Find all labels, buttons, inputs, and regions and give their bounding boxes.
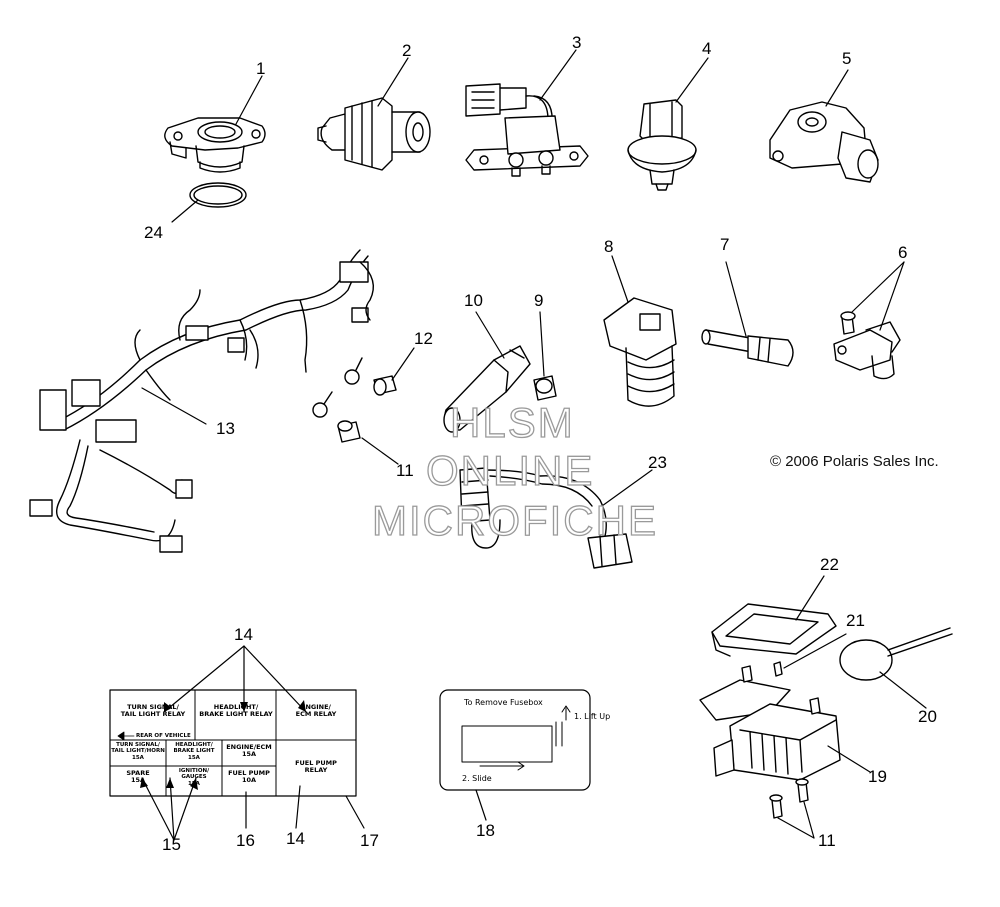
callout-9: 9 xyxy=(534,291,544,310)
fusebox-decal-step1: 1. Lift Up xyxy=(574,712,611,721)
watermark-line-2: ONLINE xyxy=(425,447,595,494)
callout-7: 7 xyxy=(720,235,730,254)
decal-fuel-pump-relay: FUEL PUMP RELAY xyxy=(295,759,337,775)
decal-arrow-label: REAR OF VEHICLE xyxy=(136,733,191,739)
callout-12: 12 xyxy=(414,329,433,348)
callout-24: 24 xyxy=(144,223,163,242)
callout-16: 16 xyxy=(236,831,255,850)
callout-3: 3 xyxy=(572,33,582,52)
callout-18: 18 xyxy=(476,821,495,840)
part-20-cable-tie xyxy=(839,627,953,681)
part-11-ring-terminal-bolt xyxy=(312,391,361,443)
decal-fuse-5: IGNITION/ GAUGES 15A xyxy=(178,768,210,787)
part-8-tmap-sensor xyxy=(603,297,677,407)
watermark-line-3: MICROFICHE xyxy=(371,497,658,544)
part-4-sender xyxy=(627,99,697,191)
part-18-fusebox-decal xyxy=(439,689,591,791)
callout-1: 1 xyxy=(256,59,266,78)
fusebox-decal-title: To Remove Fusebox xyxy=(464,698,543,707)
part-21-screw xyxy=(773,661,783,677)
callout-22: 22 xyxy=(820,555,839,574)
decal-fuse-2: HEADLIGHT/ BRAKE LIGHT 15A xyxy=(173,742,215,761)
part-12-ring-terminal-bolt xyxy=(344,357,397,396)
decal-fuse-3: ENGINE/ECM 15A xyxy=(226,743,272,759)
callout-17: 17 xyxy=(360,831,379,850)
decal-top-mid: HEADLIGHT/ BRAKE LIGHT RELAY xyxy=(199,703,273,719)
callout-4: 4 xyxy=(702,39,712,58)
decal-fuse-1: TURN SIGNAL/ TAIL LIGHT/HORN 15A xyxy=(111,742,165,761)
part-5-tps xyxy=(769,101,879,183)
part-22-fusebox-cover xyxy=(711,603,837,657)
callout-10: 10 xyxy=(464,291,483,310)
part-1-flange-sensor xyxy=(164,117,266,173)
callout-19: 19 xyxy=(868,767,887,786)
part-13-wire-harness xyxy=(29,249,374,553)
callout-5: 5 xyxy=(842,49,852,68)
callout-11-fusebox: 11 xyxy=(818,831,836,850)
callout-23: 23 xyxy=(648,453,667,472)
callout-21: 21 xyxy=(846,611,865,630)
part-7-temp-sensor xyxy=(701,329,794,367)
callout-20: 20 xyxy=(918,707,937,726)
fusebox-decal-step2: 2. Slide xyxy=(462,774,492,783)
callout-14-bottom: 14 xyxy=(286,829,305,848)
part-11-screws xyxy=(769,778,809,819)
part-2-pressure-switch xyxy=(317,97,431,171)
callout-8: 8 xyxy=(604,237,614,256)
decal-fuse-6: FUEL PUMP 10A xyxy=(228,769,270,785)
part-6-sensor-bolt xyxy=(833,311,901,380)
copyright-notice: © 2006 Polaris Sales Inc. xyxy=(770,453,939,470)
leader-arrowheads xyxy=(140,700,306,790)
part-19-fusebox xyxy=(699,665,841,781)
leader-lines xyxy=(141,49,927,841)
callout-14-top: 14 xyxy=(234,625,253,644)
part-3-solenoid xyxy=(465,83,589,177)
part-24-o-ring xyxy=(189,182,247,208)
callout-11-harness: 11 xyxy=(396,461,414,480)
part-10-speed-sensor xyxy=(443,345,531,433)
callout-2: 2 xyxy=(402,41,412,60)
callout-6: 6 xyxy=(898,243,908,262)
part-23-sensor-lead xyxy=(459,467,633,569)
decal-top-right: ENGINE/ ECM RELAY xyxy=(295,703,337,719)
decal-top-left: TURN SIGNAL/ TAIL LIGHT RELAY xyxy=(120,703,186,719)
part-9-bolt xyxy=(533,375,557,401)
decal-fuse-4: SPARE 15A xyxy=(126,769,150,785)
callout-13: 13 xyxy=(216,419,235,438)
watermark-line-1: HLSM xyxy=(449,399,575,446)
callout-15: 15 xyxy=(162,835,181,854)
part-17-fuse-decal xyxy=(109,689,357,797)
